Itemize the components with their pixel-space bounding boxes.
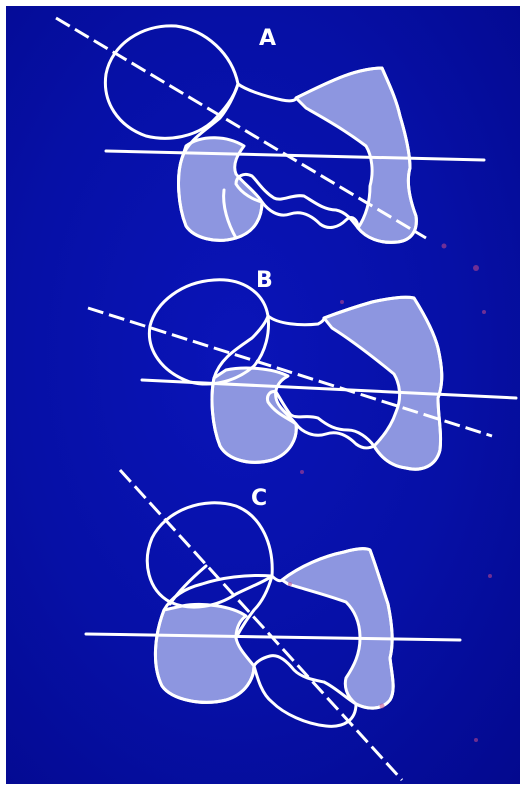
panel-c-shaded-left-region — [155, 604, 254, 702]
panel-a-notch-outline — [262, 202, 358, 228]
panel-a-label: A — [259, 26, 277, 51]
speck — [474, 738, 478, 742]
panel-c-label: C — [251, 486, 268, 511]
bone-outline-diagram — [6, 6, 520, 784]
speck — [488, 574, 492, 578]
panel-b-shaded-right-region — [324, 297, 442, 469]
panel-c — [86, 470, 460, 780]
panel-b-horizontal-line — [142, 380, 516, 398]
speck — [473, 265, 479, 271]
panel-b-label: B — [256, 268, 273, 293]
panel-b-round-head-outline — [149, 280, 268, 384]
speck — [380, 704, 385, 709]
speck — [482, 310, 486, 314]
figure-plate: A B C — [6, 6, 520, 784]
speck — [288, 582, 292, 586]
speck — [442, 244, 447, 249]
speck — [340, 300, 344, 304]
panel-a — [56, 18, 484, 242]
panel-b — [88, 280, 516, 469]
speck — [300, 470, 304, 474]
